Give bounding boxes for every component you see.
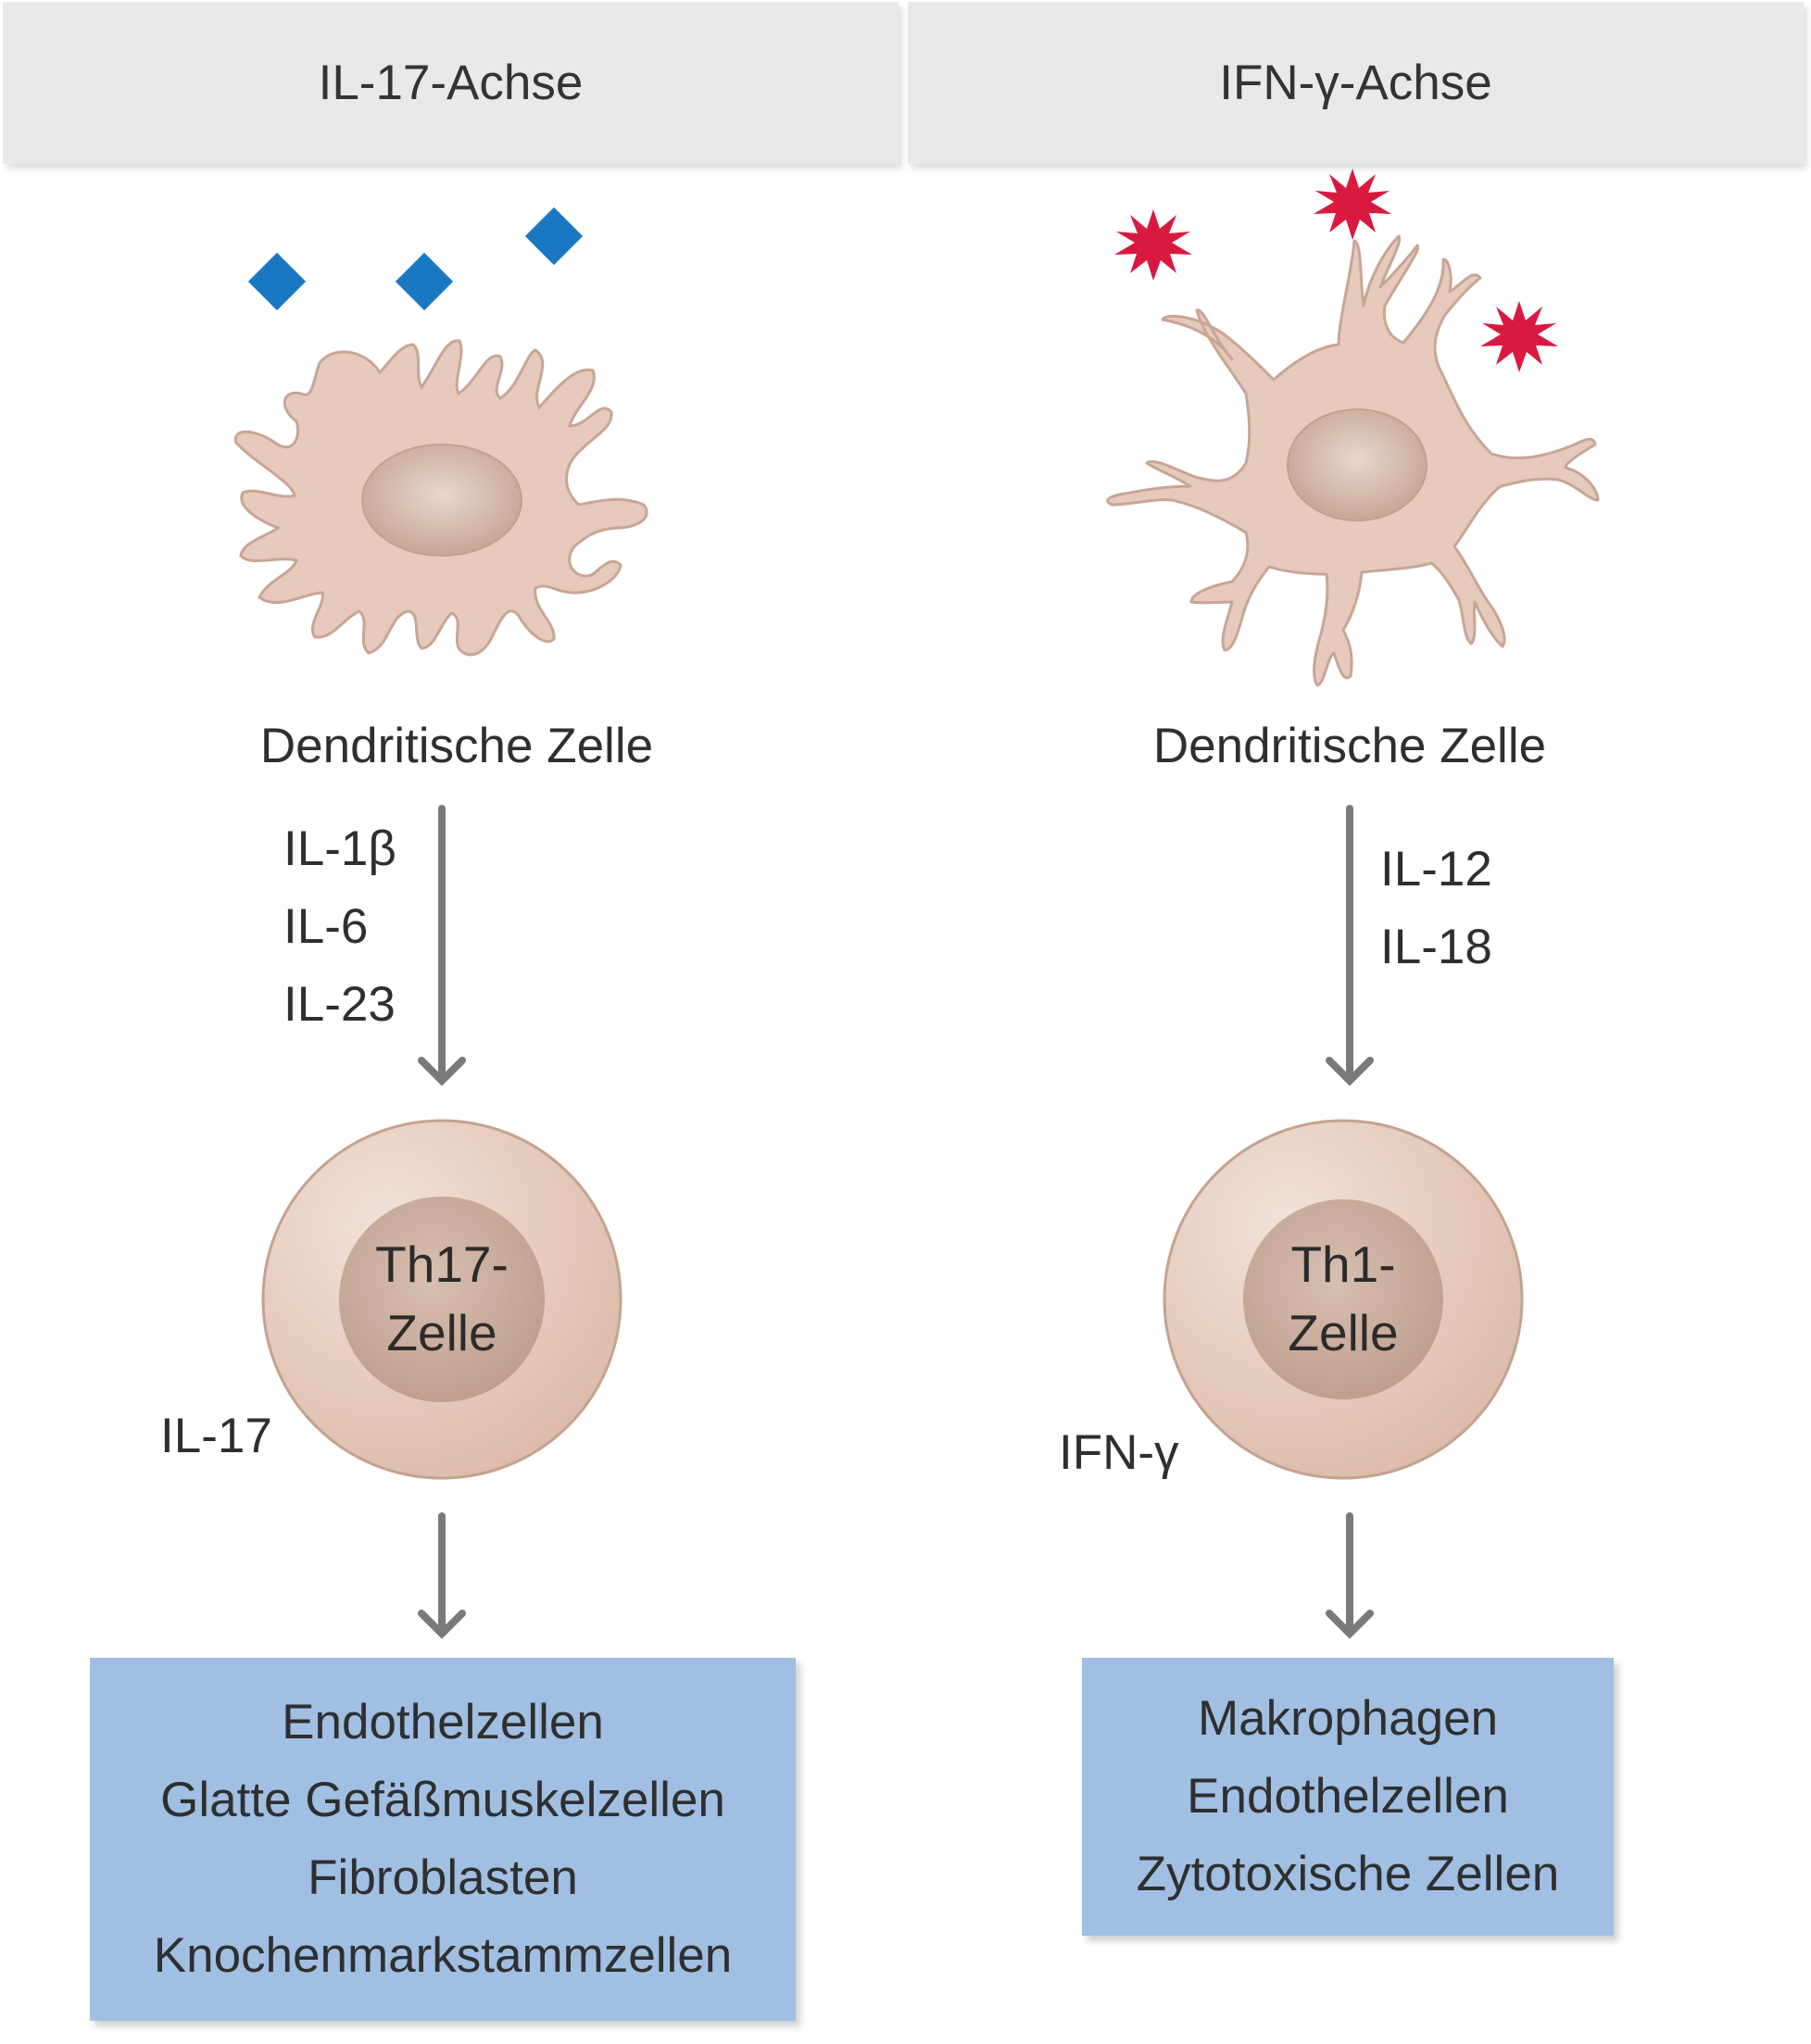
- cytokines-left: IL-1β IL-6 IL-23: [283, 810, 396, 1044]
- th1-cell-label: Th1- Zelle: [1288, 1230, 1398, 1367]
- dendritic-cell-right: [1106, 234, 1600, 687]
- target-item: Glatte Gefäßmuskelzellen: [160, 1773, 725, 1827]
- th17-label-line1: Th17-: [375, 1235, 509, 1293]
- red-star-icon: [1114, 169, 1558, 372]
- cytokine-il12: IL-12: [1380, 842, 1492, 897]
- th17-label-line2: Zelle: [386, 1304, 497, 1361]
- header-il17-label: IL-17-Achse: [318, 56, 584, 110]
- target-item: Knochenmarkstammzellen: [153, 1928, 733, 1983]
- th17-cell-label: Th17- Zelle: [375, 1230, 509, 1367]
- cytokine-il23: IL-23: [283, 977, 396, 1032]
- th1-label-line1: Th1-: [1290, 1235, 1396, 1293]
- target-item: Endothelzellen: [1187, 1769, 1509, 1824]
- arrow-th17-to-targets: [418, 1512, 466, 1639]
- blue-diamond-icon: [247, 207, 584, 311]
- cytokine-il18: IL-18: [1380, 920, 1492, 974]
- dendritic-cell-left: [233, 339, 648, 657]
- target-item: Fibroblasten: [308, 1850, 578, 1905]
- header-ifng-axis: IFN-γ-Achse: [908, 2, 1804, 164]
- targets-box-left: Endothelzellen Glatte Gefäßmuskelzellen …: [90, 1658, 796, 2021]
- arrow-dc-to-th1: [1326, 805, 1374, 1086]
- targets-box-right: Makrophagen Endothelzellen Zytotoxische …: [1082, 1658, 1614, 1936]
- cytokine-il1b: IL-1β: [283, 821, 396, 876]
- arrow-th1-to-targets: [1326, 1512, 1374, 1639]
- th1-cell: [1163, 1119, 1524, 1480]
- header-ifng-label: IFN-γ-Achse: [1219, 56, 1492, 110]
- th1-label-line2: Zelle: [1288, 1304, 1399, 1361]
- dc-label-right: Dendritische Zelle: [1152, 719, 1547, 773]
- dc-label-left: Dendritische Zelle: [259, 719, 654, 773]
- target-item: Makrophagen: [1197, 1691, 1499, 1746]
- target-item: Endothelzellen: [282, 1695, 604, 1749]
- header-il17-axis: IL-17-Achse: [3, 2, 899, 164]
- arrow-dc-to-th17: [418, 805, 466, 1086]
- effector-ifng: IFN-γ: [1059, 1425, 1179, 1480]
- cytokines-right: IL-12 IL-18: [1380, 831, 1492, 986]
- target-item: Zytotoxische Zellen: [1136, 1847, 1560, 1901]
- cytokine-il6: IL-6: [283, 899, 369, 954]
- th17-cell: [261, 1119, 623, 1480]
- effector-il17: IL-17: [160, 1409, 272, 1463]
